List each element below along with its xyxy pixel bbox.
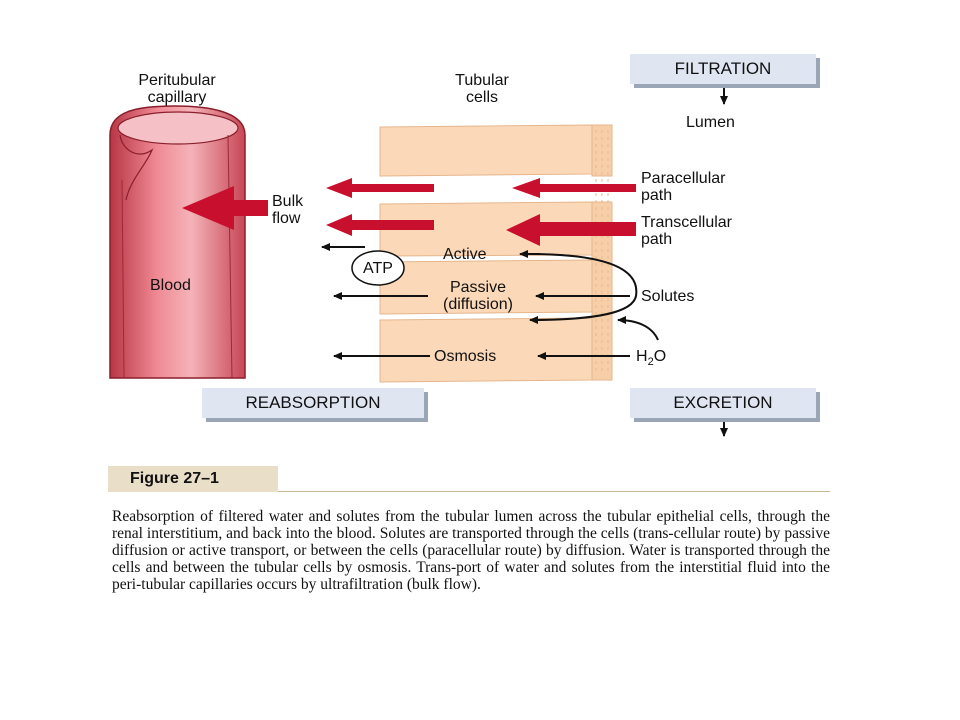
atp-circle bbox=[351, 250, 405, 286]
bulk-flow-arrows bbox=[182, 178, 636, 246]
bulk-flow-label: Bulk flow bbox=[272, 193, 304, 227]
active-label: Active bbox=[443, 246, 487, 263]
atp-label: ATP bbox=[363, 260, 393, 277]
solutes-label: Solutes bbox=[641, 288, 695, 305]
paracellular-path-label: Paracellular path bbox=[641, 170, 726, 204]
lumen-label: Lumen bbox=[686, 114, 735, 131]
peritubular-capillary bbox=[109, 105, 246, 379]
peritubular-capillary-label: Peritubular capillary bbox=[138, 72, 216, 106]
figure-rule bbox=[278, 491, 830, 492]
h2o-label: H2O bbox=[636, 348, 666, 371]
figure-number: Figure 27–1 bbox=[108, 466, 278, 492]
tubular-cells-label: Tubular cells bbox=[455, 72, 509, 106]
filtration-box: FILTRATION bbox=[630, 54, 816, 84]
transport-arrows bbox=[321, 86, 728, 437]
blood-label: Blood bbox=[150, 277, 191, 294]
h2o-end: O bbox=[653, 348, 667, 365]
osmosis-label: Osmosis bbox=[434, 348, 497, 365]
tubular-cells bbox=[379, 124, 613, 383]
excretion-box: EXCRETION bbox=[630, 388, 816, 418]
reabsorption-diagram bbox=[109, 86, 728, 437]
h2o-subscript: 2 bbox=[647, 356, 654, 369]
passive-diffusion-label: Passive (diffusion) bbox=[443, 279, 513, 313]
h2o-base: H bbox=[636, 348, 648, 365]
figure-caption: Reabsorption of filtered water and solut… bbox=[112, 508, 830, 593]
transcellular-path-label: Transcellular path bbox=[641, 214, 732, 248]
reabsorption-box: REABSORPTION bbox=[202, 388, 424, 418]
